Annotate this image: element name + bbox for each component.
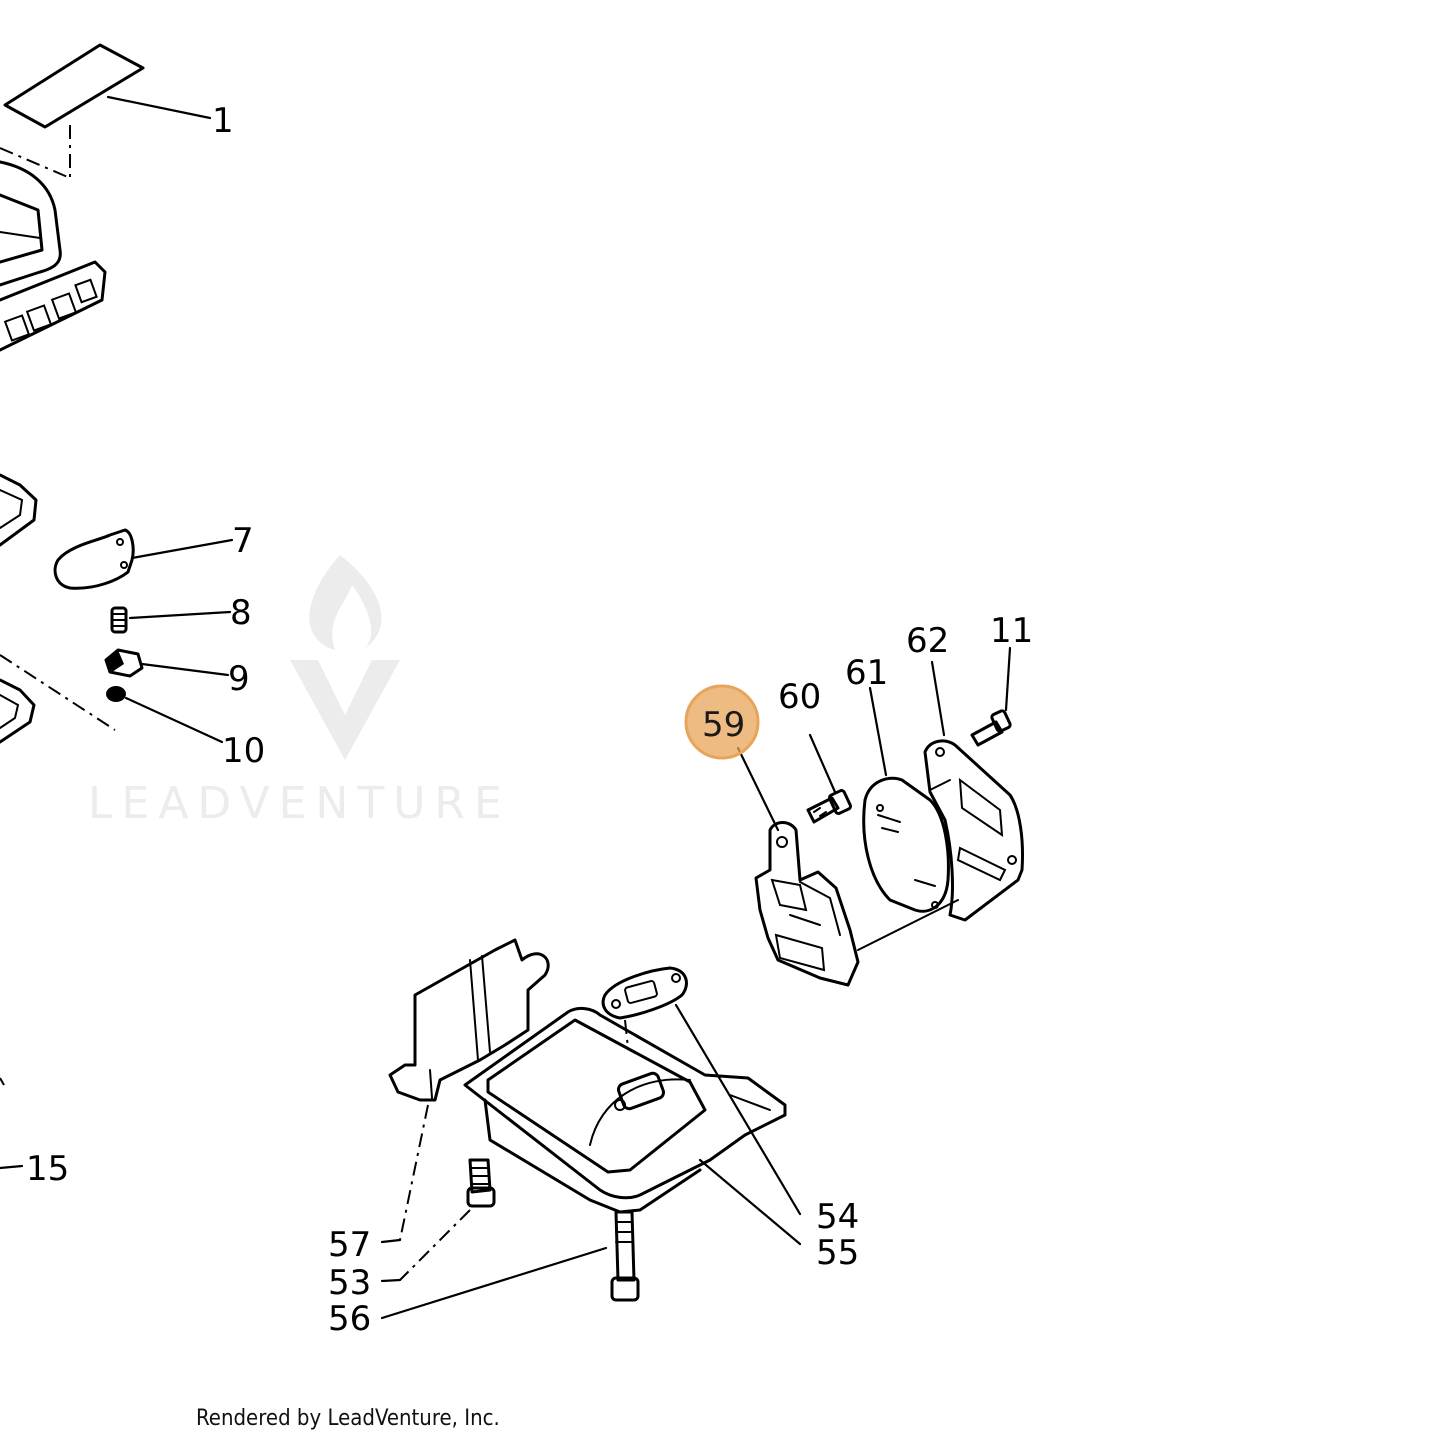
part-1-drawing [0,43,145,352]
part-8-drawing [110,606,128,634]
part-62-drawing [857,739,1024,951]
watermark-text: LEADVENTURE [88,778,511,829]
part-9-drawing [104,648,144,678]
part-53-drawing [399,1158,496,1281]
callout-55[interactable]: 55 [816,1233,859,1273]
callout-59[interactable]: 59 [702,705,745,745]
highlight-circle-59 [684,684,760,760]
part-57-drawing [388,938,550,1241]
part-55-drawing [463,1006,787,1214]
part-11-drawing [970,709,1012,747]
callout-10[interactable]: 10 [222,731,265,771]
part-61-drawing [862,776,950,913]
callout-15[interactable]: 15 [26,1149,69,1189]
callout-9[interactable]: 9 [228,659,250,699]
callout-53[interactable]: 53 [328,1263,371,1303]
callout-60[interactable]: 60 [778,677,821,717]
callout-7[interactable]: 7 [232,521,254,561]
callout-57[interactable]: 57 [328,1225,371,1265]
callout-11[interactable]: 11 [990,611,1033,651]
render-credit: Rendered by LeadVenture, Inc. [196,1406,500,1431]
part-60-drawing [806,789,852,824]
callout-8[interactable]: 8 [230,593,252,633]
part-56-drawing [380,1210,640,1320]
leadventure-watermark-icon [290,555,400,760]
part-59-drawing [754,821,860,987]
callout-61[interactable]: 61 [845,653,888,693]
left-edge-parts [0,473,116,1086]
part-54-drawing [601,966,688,1049]
callout-62[interactable]: 62 [906,621,949,661]
part-10-drawing [106,686,126,702]
callout-1[interactable]: 1 [212,101,234,141]
callout-54[interactable]: 54 [816,1197,859,1237]
part-7-drawing [53,528,135,590]
callout-56[interactable]: 56 [328,1299,371,1339]
